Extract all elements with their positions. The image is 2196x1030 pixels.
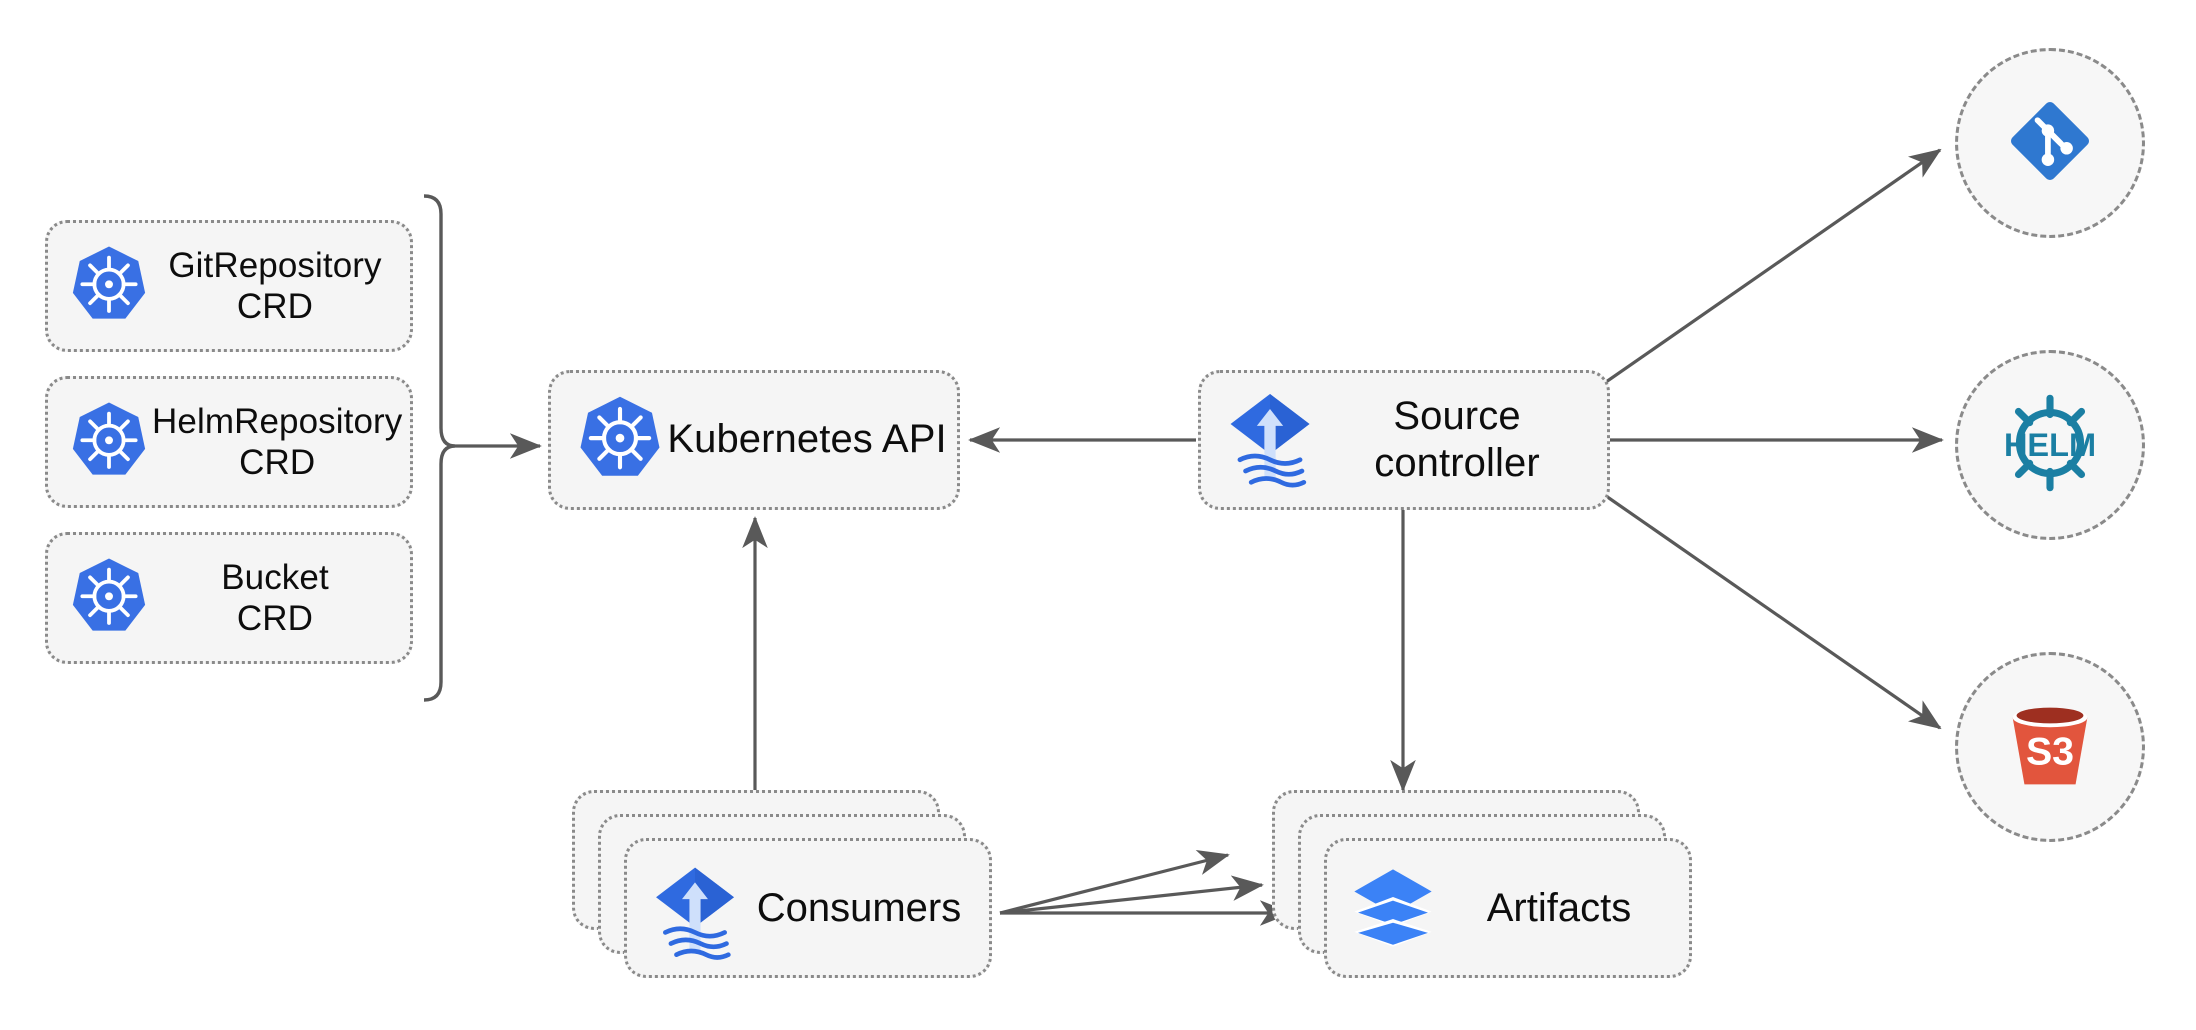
target-git[interactable] [1955, 48, 2145, 238]
node-consumers[interactable]: Consumers [572, 790, 992, 980]
target-helm[interactable]: HELM [1955, 350, 2145, 540]
kubernetes-icon [573, 393, 667, 487]
helm-icon: HELM [1989, 382, 2111, 509]
flux-icon [1223, 393, 1317, 488]
edge-consumers-to-artifacts-1 [999, 850, 1230, 915]
crd-card-gitrepository[interactable]: GitRepository CRD [45, 220, 413, 352]
kubernetes-icon [66, 555, 152, 641]
artifacts-stack-sheet-front[interactable]: Artifacts [1324, 838, 1692, 978]
crd-label: Bucket CRD [221, 557, 329, 638]
target-s3[interactable]: S3 [1955, 652, 2145, 842]
crd-label: GitRepository CRD [168, 245, 382, 326]
edge-source-to-s3 [1605, 494, 1942, 730]
node-label: Kubernetes API [667, 417, 947, 462]
flux-icon [647, 862, 739, 960]
node-label: Consumers [756, 885, 962, 930]
helm-label: HELM [2004, 427, 2096, 463]
node-label: Artifacts [1486, 885, 1632, 930]
s3-bucket-icon: S3 [1991, 686, 2109, 809]
crd-card-bucket[interactable]: Bucket CRD [45, 532, 413, 664]
node-kubernetes-api[interactable]: Kubernetes API [548, 370, 960, 510]
layers-icon [1347, 862, 1439, 954]
kubernetes-icon [66, 399, 152, 485]
edge-source-to-git [1605, 148, 1942, 384]
crd-group-bracket [423, 194, 456, 702]
crd-label: HelmRepository CRD [152, 401, 403, 482]
edge-consumers-to-artifacts-2 [999, 875, 1264, 915]
node-artifacts[interactable]: Artifacts [1272, 790, 1692, 980]
crd-card-helmrepository[interactable]: HelmRepository CRD [45, 376, 413, 508]
s3-label: S3 [2026, 729, 2074, 773]
node-label: Source controller [1374, 393, 1540, 485]
consumers-stack-sheet-front[interactable]: Consumers [624, 838, 992, 978]
git-icon [1998, 89, 2102, 198]
kubernetes-icon [66, 243, 152, 329]
node-source-controller[interactable]: Source controller [1198, 370, 1610, 510]
